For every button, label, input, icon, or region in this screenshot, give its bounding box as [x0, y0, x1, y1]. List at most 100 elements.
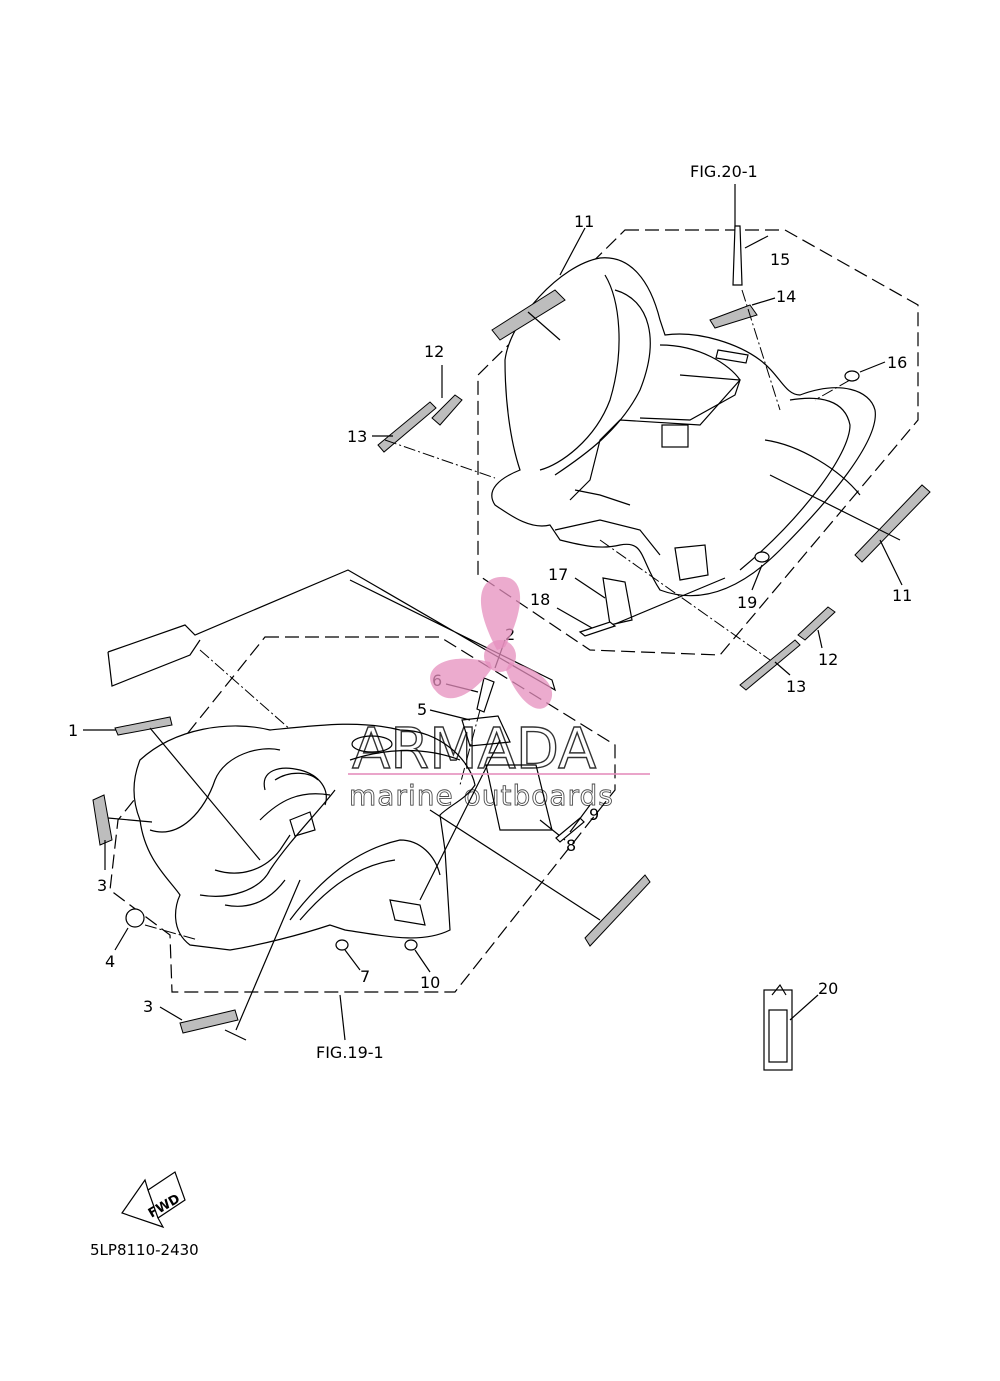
rear-fender-boundary	[477, 229, 919, 656]
leader-11-top	[559, 227, 586, 276]
callout-1: 1	[68, 721, 78, 740]
callout-15: 15	[770, 250, 790, 269]
forward-direction-arrow: FWD	[121, 1171, 186, 1229]
chain-13-right	[599, 539, 771, 661]
watermark-propeller-icon	[430, 576, 553, 709]
leader-14	[751, 297, 776, 306]
leader-3-right	[429, 809, 601, 921]
decal-12-right	[797, 606, 836, 641]
leader-7	[344, 949, 361, 971]
grommet-10	[404, 939, 418, 951]
chain-4	[144, 924, 199, 941]
leader-9	[569, 804, 591, 833]
front-carrier-outline	[107, 569, 557, 692]
decal-12-left	[431, 394, 463, 426]
decal-11-left	[491, 289, 566, 341]
fig-19-1-leader	[339, 994, 346, 1041]
fig-20-1-label: FIG.20-1	[690, 162, 758, 181]
leader-10	[414, 949, 431, 973]
warning-label-20-inner	[768, 1009, 788, 1063]
leader-13-right	[774, 661, 791, 676]
leader-3-bottom-tail	[224, 1029, 247, 1041]
front-fender	[133, 723, 476, 951]
leader-3-side-to-fender	[107, 817, 153, 823]
leader-19	[751, 564, 763, 591]
leader-11-top-to-fender	[527, 311, 561, 341]
leader-12-right	[817, 629, 823, 649]
nut-19	[754, 551, 770, 563]
watermark-brand: ARMADA	[352, 717, 596, 782]
rear-fender-storage-latch	[661, 424, 689, 448]
callout-3-side: 3	[97, 876, 107, 895]
decal-13-right	[739, 639, 801, 691]
callout-11-right: 11	[892, 586, 912, 605]
chain-carrier	[199, 649, 301, 739]
leader-20	[789, 994, 819, 1021]
callout-13-right: 13	[786, 677, 806, 696]
front-carrier-edge	[107, 639, 201, 687]
nut-7	[335, 939, 349, 951]
callout-12-left: 12	[424, 342, 444, 361]
callout-11-top: 11	[574, 212, 594, 231]
chain-16	[814, 379, 851, 401]
decal-11-right	[854, 484, 931, 563]
leader-11-right-to-fender	[769, 474, 901, 541]
callout-20: 20	[818, 979, 838, 998]
leader-5-to-fender	[419, 739, 501, 901]
plate-14	[709, 304, 758, 329]
part-code: 5LP8110-2430	[90, 1241, 199, 1259]
rear-fender	[491, 257, 876, 597]
screw-9	[555, 817, 585, 843]
rear-fender-emblem	[715, 349, 749, 364]
leader-16	[859, 361, 886, 373]
chain-6	[459, 709, 481, 786]
callout-8: 8	[566, 836, 576, 855]
callout-7: 7	[360, 967, 370, 986]
warning-label-20-tab	[771, 983, 787, 996]
callout-12-right: 12	[818, 650, 838, 669]
leader-5	[429, 709, 471, 721]
callout-17: 17	[548, 565, 568, 584]
grommet-16	[844, 370, 860, 382]
callout-14: 14	[776, 287, 796, 306]
callout-10: 10	[420, 973, 440, 992]
callout-9: 9	[589, 805, 599, 824]
reflector-17	[602, 577, 633, 626]
reflector-4	[125, 908, 145, 928]
chain-13-left	[384, 439, 496, 479]
leader-15	[744, 235, 769, 249]
decal-3-right	[584, 874, 651, 947]
callout-19: 19	[737, 593, 757, 612]
leader-11-right	[879, 539, 903, 586]
front-fender-reflector-plate	[389, 899, 426, 926]
front-fender-cap	[351, 735, 393, 753]
leader-1-to-fender	[149, 727, 261, 861]
callout-16: 16	[887, 353, 907, 372]
decal-13-left	[377, 401, 437, 453]
decal-1	[114, 716, 173, 736]
front-fender-boundary	[109, 636, 616, 993]
watermark-tagline: marine outboards	[349, 779, 614, 812]
plate-5	[461, 715, 511, 747]
screw-15	[732, 225, 743, 286]
leader-3-bottom	[159, 1006, 183, 1021]
bolt-6	[476, 677, 495, 713]
leader-18-to-fender	[614, 577, 726, 625]
chain-15-14	[741, 289, 781, 411]
fig-19-1-label: FIG.19-1	[316, 1043, 384, 1062]
callout-18: 18	[530, 590, 550, 609]
rear-fender-reflector-plate	[674, 544, 709, 581]
warning-label-20	[763, 989, 793, 1071]
leader-17	[574, 577, 606, 599]
screw-18	[578, 621, 617, 637]
callout-3-bottom: 3	[143, 997, 153, 1016]
decal-3-side	[92, 794, 113, 846]
leader-3-bottom-to-fender	[235, 879, 301, 1031]
callout-4: 4	[105, 952, 115, 971]
leader-4	[114, 927, 129, 951]
decal-3-bottom	[179, 1009, 239, 1034]
callout-5: 5	[417, 700, 427, 719]
callout-13-left: 13	[347, 427, 367, 446]
watermark: ARMADA marine outboards	[348, 576, 650, 812]
